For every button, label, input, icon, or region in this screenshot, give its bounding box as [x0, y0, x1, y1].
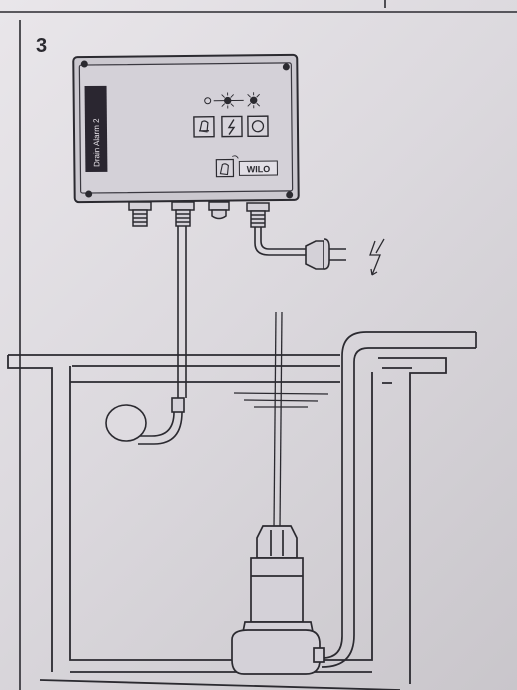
brand-badge — [238, 160, 278, 176]
fault-button[interactable] — [221, 115, 243, 138]
bell-symbol-icon — [215, 155, 239, 178]
product-label-strip — [84, 85, 108, 173]
step-number: 3 — [36, 35, 47, 57]
float-switch — [105, 226, 187, 445]
alarm-bell-icon — [199, 120, 210, 133]
power-cable — [254, 227, 307, 256]
led-indicator-icon — [204, 92, 261, 109]
mains-voltage-icon — [369, 238, 385, 276]
fault-lightning-icon — [227, 119, 236, 135]
cable-glands — [128, 201, 270, 228]
alarm-front-panel — [78, 62, 294, 194]
brand-logo: WILO — [247, 164, 271, 174]
sump-pit — [7, 354, 447, 690]
reset-button[interactable] — [247, 115, 269, 138]
product-label: Drain Alarm 2 — [92, 118, 102, 167]
submersible-pump — [231, 525, 325, 675]
mains-plug — [305, 238, 346, 270]
housing-screws — [80, 60, 294, 199]
alarm-button[interactable] — [193, 115, 215, 138]
alarm-unit: Drain Alarm 2 — [72, 53, 300, 204]
pump-cable — [273, 311, 283, 529]
discharge-pipe — [321, 331, 477, 668]
reset-icon — [251, 120, 265, 133]
